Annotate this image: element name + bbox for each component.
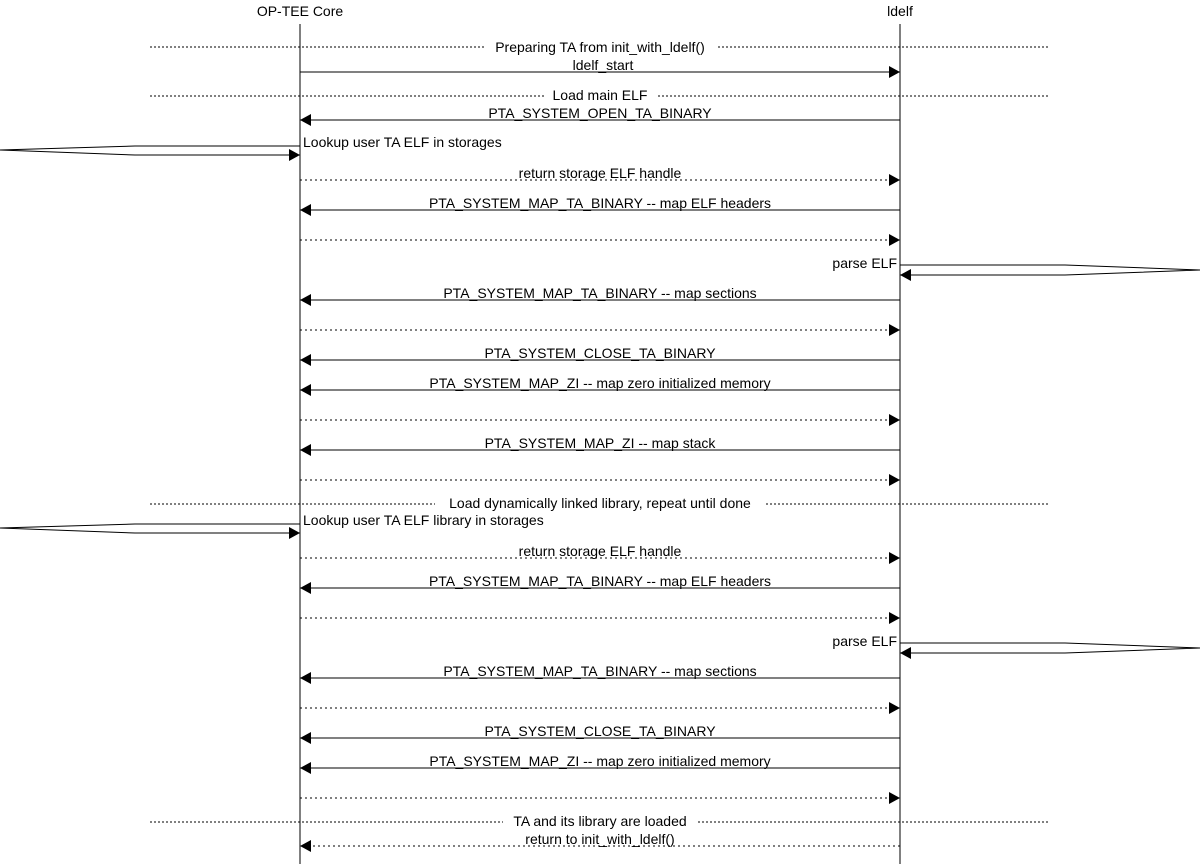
message-parse-elf-2-label: parse ELF xyxy=(832,633,897,649)
message-map-headers-1-label: PTA_SYSTEM_MAP_TA_BINARY -- map ELF head… xyxy=(429,195,771,211)
message-close-binary-1-label: PTA_SYSTEM_CLOSE_TA_BINARY xyxy=(484,345,716,361)
message-open-ta-binary-label: PTA_SYSTEM_OPEN_TA_BINARY xyxy=(488,105,712,121)
message-lookup-main-arrow xyxy=(0,145,300,161)
section-label-load-main: Load main ELF xyxy=(553,87,648,103)
message-close-binary-2-label: PTA_SYSTEM_CLOSE_TA_BINARY xyxy=(484,723,716,739)
message-map-sections-2-label: PTA_SYSTEM_MAP_TA_BINARY -- map sections xyxy=(443,663,756,679)
message-ldelf-start-label: ldelf_start xyxy=(573,57,634,73)
section-label-bg-load-lib xyxy=(435,495,765,511)
message-lookup-lib-arrow xyxy=(0,523,300,539)
section-label-preparing: Preparing TA from init_with_ldelf() xyxy=(495,39,705,55)
participant-core-label: OP-TEE Core xyxy=(257,3,344,19)
message-return-init-label: return to init_with_ldelf() xyxy=(525,831,674,847)
message-map-headers-2-label: PTA_SYSTEM_MAP_TA_BINARY -- map ELF head… xyxy=(429,573,771,589)
message-lookup-lib-label: Lookup user TA ELF library in storages xyxy=(303,512,544,528)
section-label-loaded: TA and its library are loaded xyxy=(513,813,686,829)
message-parse-elf-1-label: parse ELF xyxy=(832,255,897,271)
message-map-zi-1-label: PTA_SYSTEM_MAP_ZI -- map zero initialize… xyxy=(429,375,770,391)
section-label-bg-preparing xyxy=(484,39,716,55)
section-label-bg-loaded xyxy=(503,813,698,829)
message-parse-elf-2-arrow xyxy=(900,642,1200,659)
message-lookup-main-label: Lookup user TA ELF in storages xyxy=(303,134,502,150)
message-map-stack-label: PTA_SYSTEM_MAP_ZI -- map stack xyxy=(485,435,717,451)
message-map-sections-1-label: PTA_SYSTEM_MAP_TA_BINARY -- map sections xyxy=(443,285,756,301)
participant-ldelf-label: ldelf xyxy=(887,3,913,19)
section-label-bg-load-main xyxy=(545,88,657,104)
message-map-zi-2-label: PTA_SYSTEM_MAP_ZI -- map zero initialize… xyxy=(429,753,770,769)
section-label-load-lib: Load dynamically linked library, repeat … xyxy=(449,495,751,511)
message-return-handle-2-label: return storage ELF handle xyxy=(519,543,682,559)
message-return-handle-1-label: return storage ELF handle xyxy=(519,165,682,181)
message-parse-elf-1-arrow xyxy=(900,264,1200,281)
